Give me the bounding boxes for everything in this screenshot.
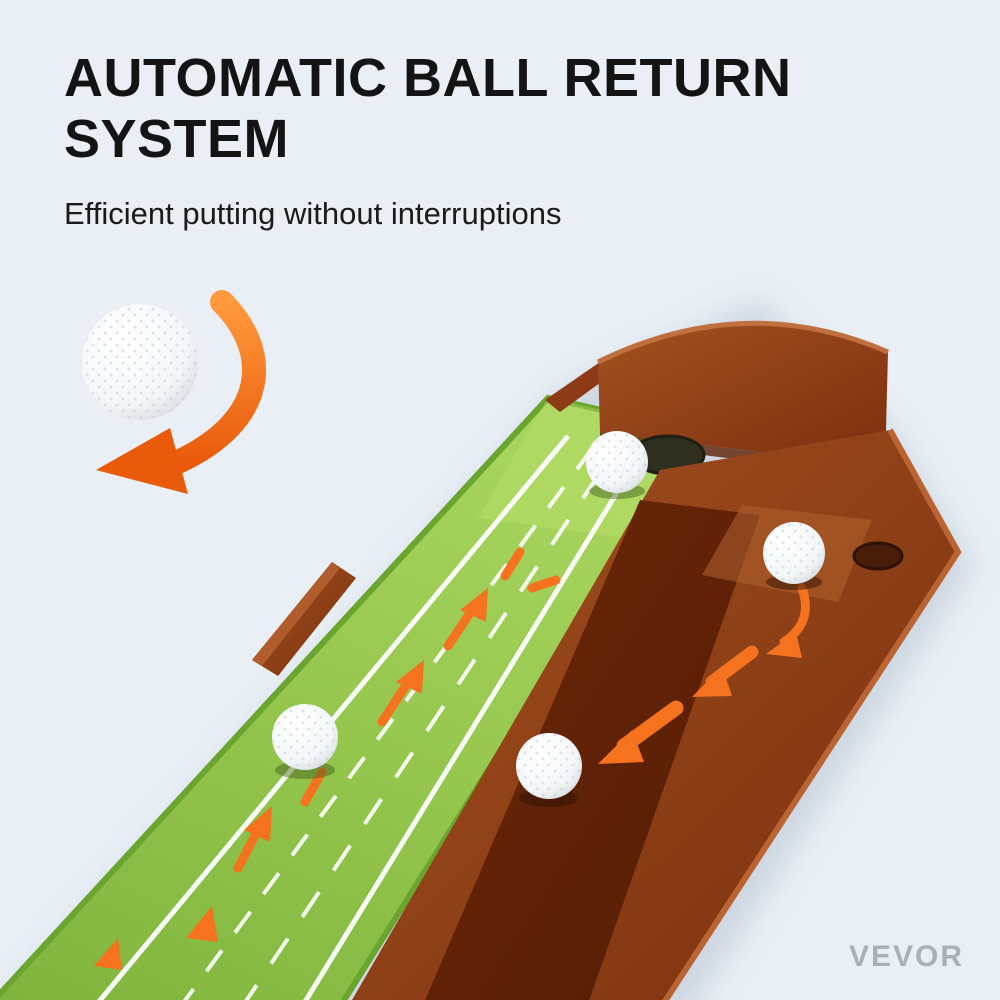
direction-arrow-icon: [186, 906, 218, 942]
return-direction-arrows: [598, 583, 810, 764]
direction-arrow-icon: [94, 938, 122, 970]
direction-arrow-icon: [766, 583, 810, 658]
direction-dash: [527, 575, 561, 593]
brand-logo: VEVOR: [848, 940, 964, 973]
return-swoosh-arrow-icon: [96, 290, 266, 494]
title-line-2: SYSTEM: [64, 109, 290, 170]
hero-ball-callout: [82, 290, 266, 494]
page-title: AUTOMATIC BALL RETURN SYSTEM: [64, 48, 791, 170]
left-wood-rail: [252, 562, 356, 676]
golf-ball-icon: [272, 704, 338, 779]
putt-direction-arrows: [94, 547, 561, 970]
direction-arrow-icon: [443, 588, 488, 651]
direction-arrow-icon: [598, 700, 684, 764]
ball-storage-hole: [852, 541, 904, 571]
title-line-1: AUTOMATIC BALL RETURN: [64, 48, 792, 108]
golf-ball-icon: [586, 431, 648, 499]
page-subtitle: Efficient putting without interruptions: [64, 196, 562, 232]
golf-ball-icon: [763, 522, 825, 590]
direction-arrow-icon: [692, 645, 759, 697]
return-channel-groove: [425, 500, 760, 1000]
direction-dash: [500, 547, 525, 581]
direction-arrow-icon: [233, 806, 272, 873]
copy-block: AUTOMATIC BALL RETURN SYSTEM Efficient p…: [64, 48, 791, 232]
golf-ball-icon: [516, 733, 582, 807]
golf-balls: [272, 431, 825, 807]
direction-arrow-icon: [377, 660, 424, 727]
direction-dash: [300, 767, 327, 807]
